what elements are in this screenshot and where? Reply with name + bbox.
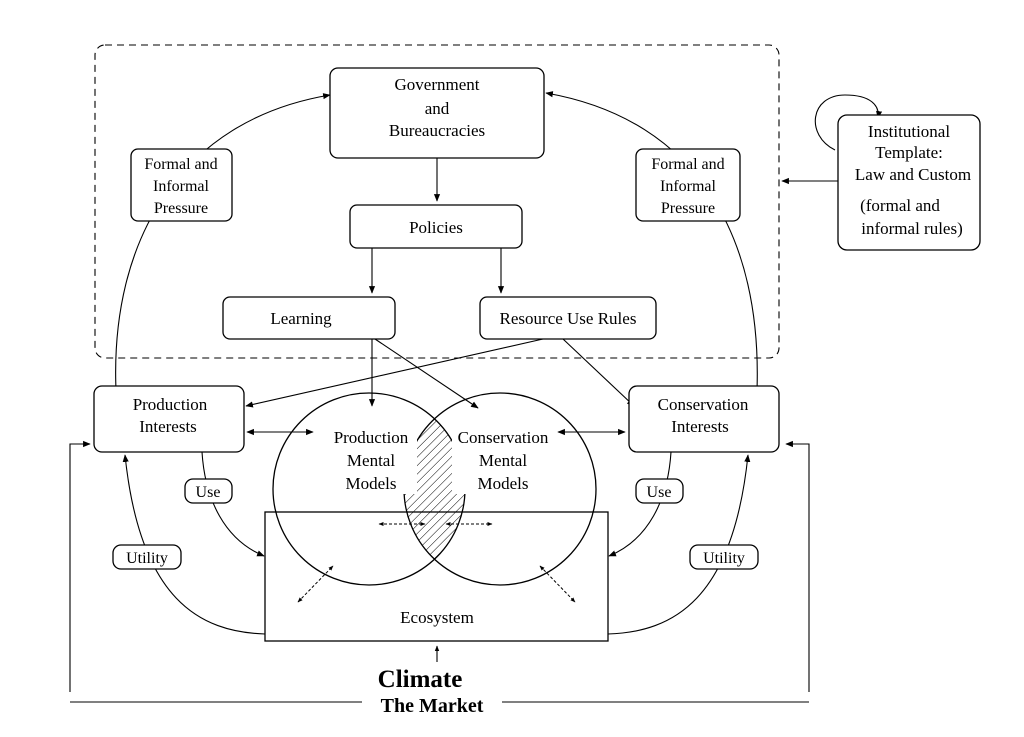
resource-use-rules-node: Resource Use Rules	[479, 296, 657, 340]
pressure-right-line-1: Formal and	[651, 156, 724, 173]
pressure-right-node: Formal and Informal Pressure	[635, 148, 741, 222]
market-label: The Market	[381, 695, 484, 717]
pressure-left-line-3: Pressure	[154, 200, 208, 217]
government-line-1: Government	[395, 75, 480, 94]
utility-left-label: Utility	[112, 544, 182, 570]
template-line-2: Template:	[875, 143, 943, 162]
production-models-line-1: Production	[334, 428, 409, 447]
dotted-arrow-left-diagonal	[297, 565, 334, 603]
dotted-arrow-right-diagonal	[539, 565, 576, 603]
climate-label: Climate	[378, 666, 463, 693]
learning-label: Learning	[270, 309, 332, 328]
government-line-2: and	[425, 99, 450, 118]
government-boundary	[94, 44, 780, 359]
utility-right-text: Utility	[703, 550, 745, 567]
use-right-label: Use	[635, 478, 684, 504]
pressure-right-line-3: Pressure	[661, 200, 715, 217]
production-interests-line-2: Interests	[139, 417, 197, 436]
production-interests-node: Production Interests	[93, 385, 245, 453]
institutional-template-node: Institutional Template: Law and Custom (…	[837, 114, 981, 251]
utility-left-text: Utility	[126, 550, 168, 567]
arrow-rules-to-production-interests	[245, 338, 544, 408]
template-self-loop	[814, 94, 883, 151]
conservation-models-line-2: Mental	[479, 451, 527, 470]
template-line-5: informal rules)	[861, 219, 963, 238]
arc-right-pressure-to-government	[545, 91, 758, 391]
template-line-4: (formal and	[860, 196, 940, 215]
arc-utility-right	[607, 454, 751, 635]
arc-use-left	[201, 451, 265, 557]
conservation-interests-line-2: Interests	[671, 417, 729, 436]
policies-label: Policies	[409, 218, 463, 237]
use-left-label: Use	[184, 478, 233, 504]
arc-use-right	[608, 451, 672, 557]
use-right-text: Use	[647, 484, 672, 501]
production-interests-line-1: Production	[133, 395, 208, 414]
conservation-interests-node: Conservation Interests	[628, 385, 780, 453]
ecosystem-label: Ecosystem	[400, 608, 474, 627]
pressure-right-line-2: Informal	[660, 178, 717, 195]
pressure-left-line-1: Formal and	[144, 156, 217, 173]
use-left-text: Use	[196, 484, 221, 501]
market-line-left	[69, 440, 91, 692]
pressure-left-node: Formal and Informal Pressure	[130, 148, 233, 222]
arrow-learning-to-conservation-models	[374, 338, 479, 409]
conservation-interests-line-1: Conservation	[658, 395, 749, 414]
production-models-line-2: Mental	[347, 451, 395, 470]
production-models-line-3: Models	[346, 474, 397, 493]
arrow-rules-to-conservation-interests	[562, 338, 635, 407]
arc-utility-left	[122, 454, 266, 635]
policies-node: Policies	[349, 204, 523, 249]
learning-node: Learning	[222, 296, 396, 340]
government-line-3: Bureaucracies	[389, 121, 485, 140]
template-line-3: Law and Custom	[855, 165, 971, 184]
conservation-models-line-3: Models	[478, 474, 529, 493]
arc-left-pressure-to-government	[115, 93, 331, 391]
resource-use-rules-label: Resource Use Rules	[500, 309, 637, 328]
conservation-models-line-1: Conservation	[458, 428, 549, 447]
government-node: Government and Bureaucracies	[329, 67, 545, 159]
utility-right-label: Utility	[689, 544, 759, 570]
market-line-right	[785, 440, 810, 692]
template-line-1: Institutional	[868, 122, 950, 141]
pressure-left-line-2: Informal	[153, 178, 210, 195]
